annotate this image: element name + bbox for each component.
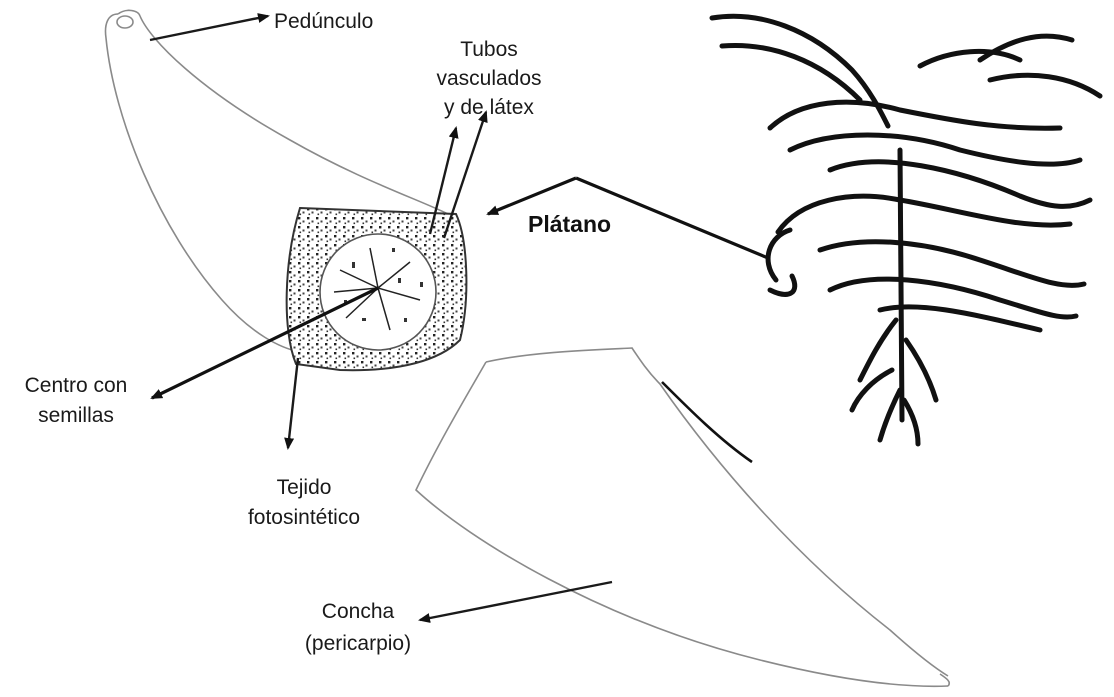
shell-arrow	[420, 582, 612, 620]
shell-label-line2: (pericarpio)	[305, 632, 411, 655]
peel-shell-outline	[416, 348, 949, 686]
tubes-label-line1: Tubos	[460, 38, 518, 61]
tissue-label-line1: Tejido	[277, 476, 332, 499]
plantain-arrow-2	[488, 178, 576, 214]
tubes-arrow-2	[444, 112, 486, 238]
center-label-line1: Centro con	[25, 374, 128, 397]
tubes-label-line2: vasculados	[436, 67, 541, 90]
peduncle-arrow	[150, 16, 268, 40]
tubes-label-line3: y de látex	[444, 96, 534, 119]
plantain-bunch-illustration	[712, 16, 1100, 444]
peduncle-label: Pedúnculo	[274, 10, 373, 33]
shell-label-line1: Concha	[322, 600, 395, 623]
tissue-label-line2: fotosintético	[248, 506, 360, 529]
center-label-line2: semillas	[38, 404, 114, 427]
plantain-label: Plátano	[528, 211, 611, 237]
tissue-arrow	[288, 358, 298, 448]
